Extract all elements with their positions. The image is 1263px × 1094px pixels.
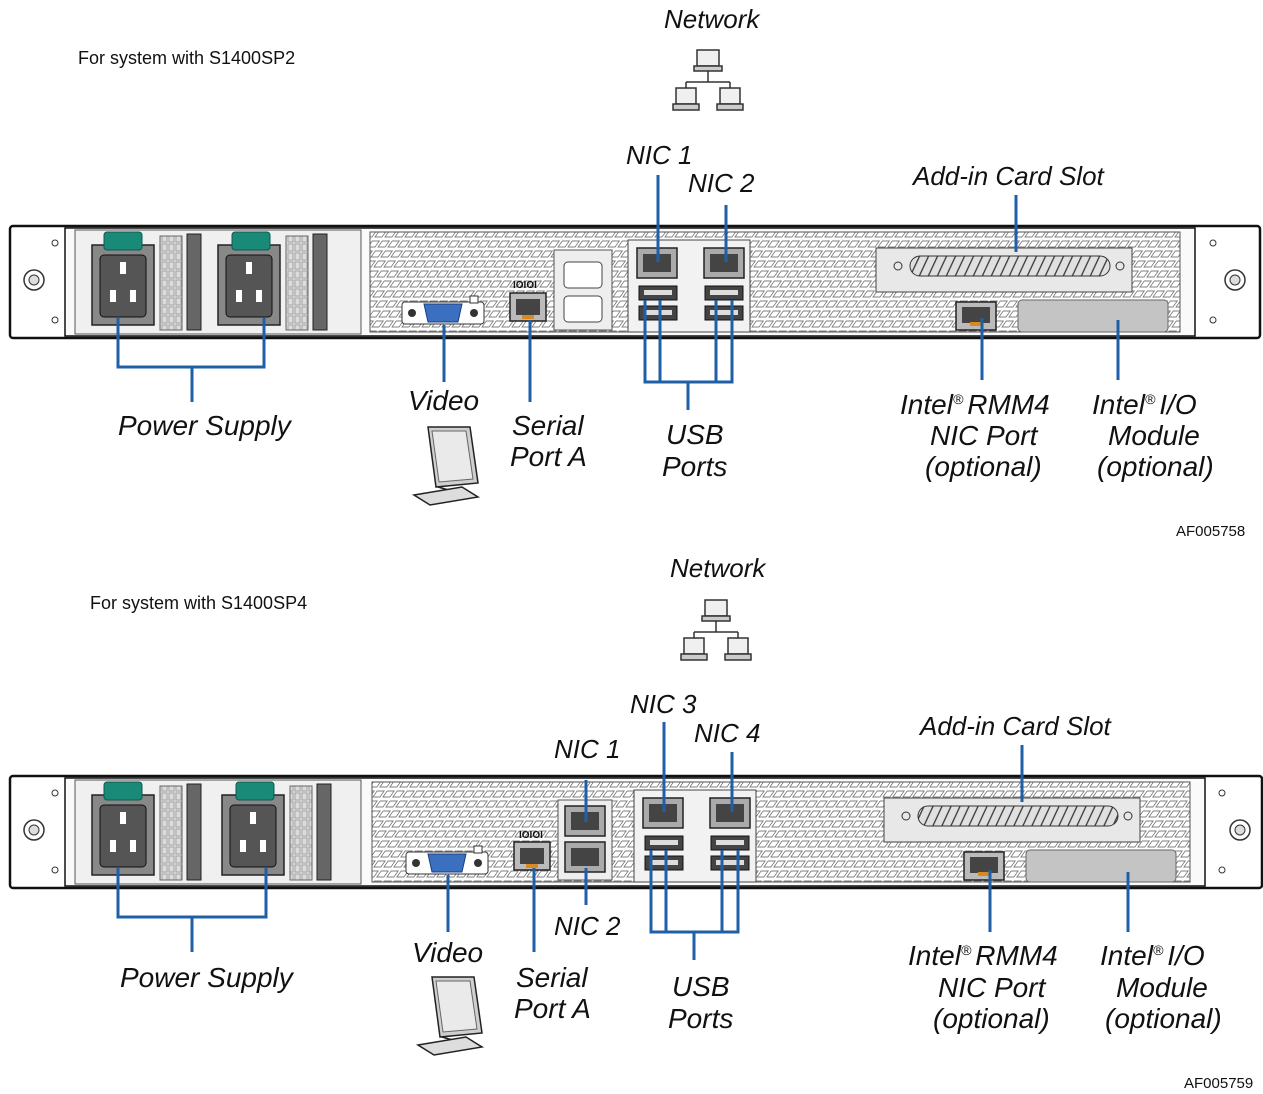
io-module-label-line2: Module (1108, 420, 1200, 451)
callout-lines (116, 175, 1120, 410)
rj45-port-icon (963, 851, 1005, 881)
rmm4-label-line1: Intel®RMM4 (908, 940, 1058, 971)
rmm4-label-line2: NIC Port (938, 972, 1047, 1003)
nic-2-label: NIC 2 (688, 168, 755, 198)
vga-port-icon (401, 295, 485, 325)
power-inlet-icon (91, 781, 202, 881)
io-intel: Intel (1092, 389, 1146, 420)
rj45-port-icon (709, 797, 751, 829)
io-name: I/O (1167, 940, 1204, 971)
power-inlet-icon (221, 781, 332, 881)
video-label: Video (408, 385, 479, 416)
callout-lines (116, 722, 1130, 960)
monitor-icon (411, 426, 481, 506)
panel-1: For system with S1400SP2 Network (8, 4, 1262, 540)
chassis: IOIOI (8, 224, 1262, 340)
rmm4-label-line3: (optional) (925, 451, 1042, 482)
network-label: Network (664, 4, 761, 34)
rack-ear-right (1209, 239, 1246, 324)
rj45-port-icon (509, 292, 547, 322)
registered-mark: ® (1153, 942, 1164, 958)
system-caption: For system with S1400SP2 (78, 48, 295, 68)
rack-ear-right (1218, 789, 1251, 874)
addin-card-slot-label: Add-in Card Slot (918, 711, 1113, 741)
rmm4-label-line2: NIC Port (930, 420, 1039, 451)
panel-2: For system with S1400SP4 Network (8, 553, 1263, 1092)
io-module-label-line2: Module (1116, 972, 1208, 1003)
serial-port-label-line1: Serial (512, 410, 584, 441)
io-module-label-line1: Intel®I/O (1092, 389, 1197, 420)
network-icon (680, 599, 752, 661)
serial-port-label-line1: Serial (516, 962, 588, 993)
registered-mark: ® (1145, 391, 1156, 407)
usb-ports-label-line1: USB (666, 419, 724, 450)
nic-1-label: NIC 1 (554, 734, 620, 764)
monitor-icon (415, 976, 485, 1056)
nic-1-label: NIC 1 (626, 140, 692, 170)
io-module-label-line3: (optional) (1097, 451, 1214, 482)
rmm4-label-line1: Intel®RMM4 (900, 389, 1050, 420)
rmm4-model: RMM4 (975, 940, 1057, 971)
io-module-label-line3: (optional) (1105, 1003, 1222, 1034)
nic-4-label: NIC 4 (694, 718, 760, 748)
power-inlet-icon (217, 231, 328, 331)
usb-port-icon (644, 835, 750, 871)
addin-card-slot-label: Add-in Card Slot (911, 161, 1106, 191)
power-supply-label: Power Supply (120, 962, 295, 993)
serial-silk: IOIOI (519, 830, 543, 841)
registered-mark: ® (953, 391, 964, 407)
rmm4-intel: Intel (908, 940, 962, 971)
rj45-port-icon (703, 247, 745, 279)
nic-3-label: NIC 3 (630, 689, 697, 719)
video-label: Video (412, 937, 483, 968)
rj45-port-icon (955, 301, 997, 331)
serial-port-label-line2: Port A (514, 993, 591, 1024)
serial-port-label-line2: Port A (510, 441, 587, 472)
serial-silk: IOIOI (513, 280, 537, 291)
chassis: IOIOI (8, 774, 1263, 890)
system-caption: For system with S1400SP4 (90, 593, 307, 613)
rack-ear-left (23, 789, 59, 874)
rmm4-label-line3: (optional) (933, 1003, 1050, 1034)
io-module-label-line1: Intel®I/O (1100, 940, 1205, 971)
nic-2-label: NIC 2 (554, 911, 621, 941)
figure-id: AF005758 (1176, 523, 1245, 540)
network-icon (672, 49, 744, 111)
io-intel: Intel (1100, 940, 1154, 971)
rj45-port-icon (564, 841, 606, 873)
vga-port-icon (405, 845, 489, 875)
rmm4-model: RMM4 (967, 389, 1049, 420)
rack-ear-left (23, 239, 59, 324)
rmm4-intel: Intel (900, 389, 954, 420)
io-name: I/O (1159, 389, 1196, 420)
registered-mark: ® (961, 942, 972, 958)
power-supply-label: Power Supply (118, 410, 293, 441)
figure-id: AF005759 (1184, 1075, 1253, 1092)
power-inlet-icon (91, 231, 202, 331)
usb-ports-label-line1: USB (672, 971, 730, 1002)
usb-ports-label-line2: Ports (668, 1003, 733, 1034)
network-label: Network (670, 553, 767, 583)
usb-ports-label-line2: Ports (662, 451, 727, 482)
rj45-port-icon (513, 841, 551, 871)
